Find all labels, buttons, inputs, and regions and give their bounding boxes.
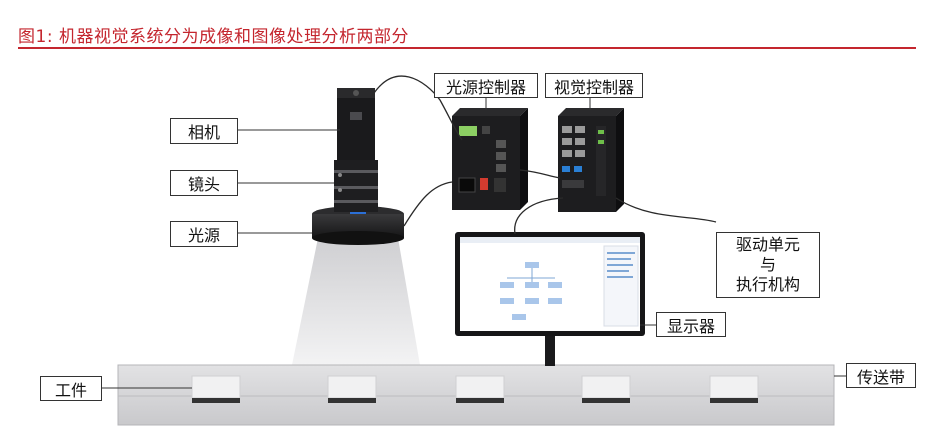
workpiece [455, 375, 505, 403]
drive-unit-line3: 执行机构 [735, 275, 800, 294]
lens-label: 镜头 [170, 170, 238, 196]
camera [337, 88, 375, 160]
vision-controller-label: 视觉控制器 [545, 73, 643, 98]
light-controller-label: 光源控制器 [434, 73, 538, 98]
drive-unit-label: 驱动单元 与 执行机构 [716, 232, 820, 298]
workpiece-label: 工件 [40, 376, 102, 401]
leader-lines [102, 98, 846, 389]
conveyor-label: 传送带 [846, 363, 916, 388]
light-controller-device [452, 108, 528, 210]
drive-unit-line2: 与 [759, 255, 776, 274]
workpiece [709, 375, 759, 403]
camera-label: 相机 [170, 118, 238, 144]
workpiece [581, 375, 631, 403]
monitor [455, 232, 645, 366]
vision-controller-device [558, 108, 624, 212]
light-source-label: 光源 [170, 221, 238, 247]
lens [334, 160, 378, 212]
display-label: 显示器 [656, 312, 726, 337]
cables [371, 75, 717, 235]
title-rule [18, 47, 916, 49]
drive-unit-line1: 驱动单元 [735, 235, 800, 254]
figure-title: 图1: 机器视觉系统分为成像和图像处理分析两部分 [18, 27, 409, 47]
workpieces [191, 375, 759, 403]
workpiece [191, 375, 241, 403]
workpiece [327, 375, 377, 403]
light-beam [292, 238, 420, 365]
